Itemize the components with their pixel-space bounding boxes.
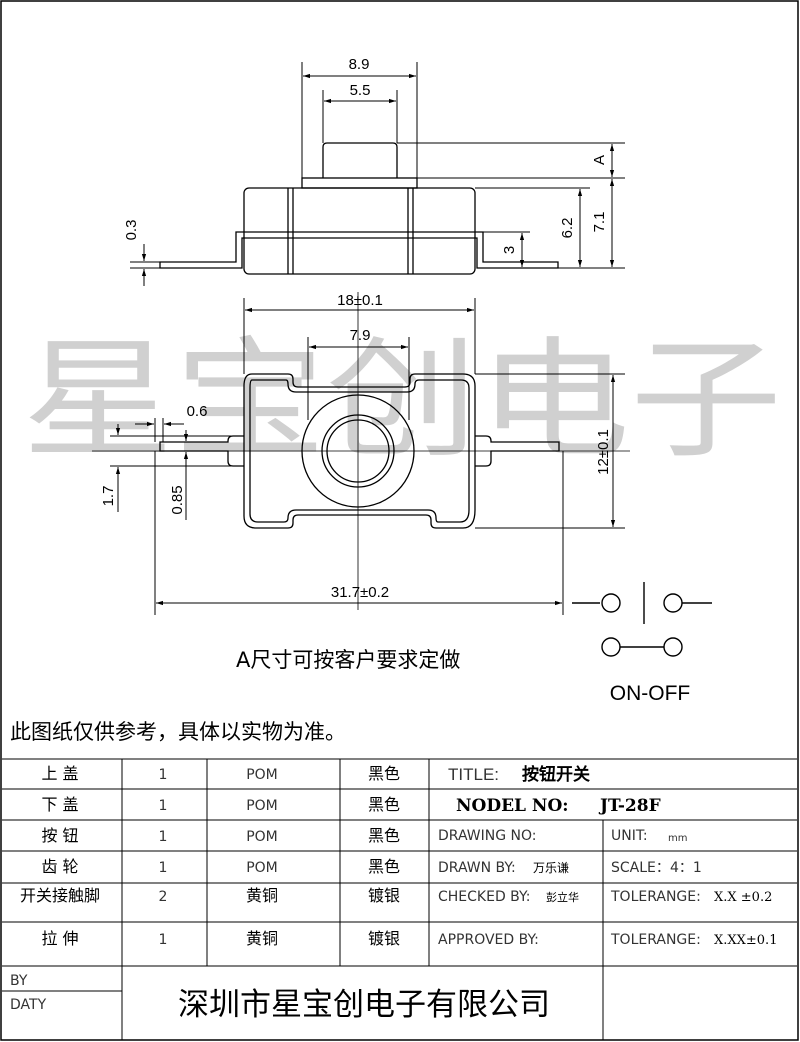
by-label: BY (10, 973, 28, 989)
side-view-dimensions (130, 62, 625, 286)
drawn-by-label: DRAWN BY: (438, 860, 516, 876)
disclaimer-note: 此图纸仅供参考，具体以实物为准。 (10, 720, 346, 744)
part-qty: 1 (159, 860, 168, 876)
model-value: JT-28F (598, 796, 661, 816)
part-finish: 黑色 (368, 857, 400, 876)
approved-by-label: APPROVED BY: (438, 932, 539, 948)
part-finish: 黑色 (368, 764, 400, 783)
scale-label: SCALE： (611, 860, 670, 876)
part-qty: 1 (159, 932, 168, 948)
part-name: 齿 轮 (41, 857, 78, 876)
switch-symbol (572, 582, 712, 657)
dim-top-width-outer: 8.9 (349, 56, 370, 73)
checked-by-value: 彭立华 (546, 890, 579, 904)
scale-value: 4：1 (670, 860, 702, 876)
dim-pin-thickness: 0.3 (123, 220, 140, 241)
part-name: 下 盖 (41, 795, 78, 814)
part-material: 黄铜 (246, 886, 278, 905)
dim-top-width-inner: 5.5 (350, 82, 371, 99)
part-material: POM (246, 767, 278, 783)
title-info: TITLE: 按钮开关 NODEL NO: JT-28F DRAWING NO:… (10, 764, 777, 1023)
dim-height-a: A (591, 155, 608, 165)
dim-button-width: 7.9 (350, 327, 371, 344)
tolerance2-label: TOLERANGE: (610, 932, 701, 948)
part-finish: 镀银 (368, 886, 400, 905)
part-name: 拉 伸 (41, 929, 78, 948)
part-name: 上 盖 (41, 764, 78, 783)
part-name: 按 钮 (41, 826, 78, 845)
dim-height-total: 7.1 (591, 212, 608, 233)
tolerance2-value: X.XX±0.1 (714, 933, 777, 948)
switch-label: ON-OFF (610, 682, 690, 705)
part-finish: 黑色 (368, 826, 400, 845)
tolerance1-value: X.X ±0.2 (714, 890, 772, 905)
part-finish: 镀银 (368, 929, 400, 948)
title-value: 按钮开关 (522, 764, 590, 785)
dim-pin-offset: 0.85 (169, 485, 186, 514)
parts-table: 上 盖 1 POM 黑色 下 盖 1 POM 黑色 按 钮 1 POM 黑色 齿… (20, 764, 400, 948)
title-label: TITLE: (448, 765, 499, 784)
dim-pin-width: 0.6 (187, 403, 208, 420)
part-material: 黄铜 (246, 929, 278, 948)
tolerance1-label: TOLERANGE: (610, 889, 701, 905)
top-view-dimensions (110, 298, 625, 615)
daty-label: DATY (10, 997, 47, 1013)
checked-by-label: CHECKED BY: (438, 889, 530, 905)
part-qty: 1 (159, 798, 168, 814)
part-name: 开关接触脚 (20, 886, 100, 905)
drawing-no-label: DRAWING NO: (438, 828, 536, 844)
part-material: POM (246, 860, 278, 876)
company-name: 深圳市星宝创电子有限公司 (178, 987, 550, 1023)
top-view-labels: 18±0.1 7.9 0.6 1.7 0.85 12±0.1 31.7±0.2 (100, 292, 612, 601)
part-finish: 黑色 (368, 795, 400, 814)
title-block-grid (2, 758, 797, 1040)
side-view-labels: 8.9 5.5 A 7.1 6.2 3 0.3 (123, 56, 608, 254)
dim-body-height: 12±0.1 (595, 429, 612, 475)
dim-body-width: 18±0.1 (337, 292, 383, 309)
drawn-by-value: 万乐谦 (533, 861, 569, 875)
note-dimension-a: A尺寸可按客户要求定做 (236, 648, 460, 672)
part-qty: 2 (159, 889, 168, 905)
part-material: POM (246, 829, 278, 845)
dim-height-body: 6.2 (559, 218, 576, 239)
unit-label: UNIT: (611, 828, 648, 844)
dim-overall-length: 31.7±0.2 (331, 584, 389, 601)
part-qty: 1 (159, 829, 168, 845)
dim-pin-length: 1.7 (100, 486, 117, 507)
side-view (159, 142, 559, 275)
dim-height-pin: 3 (501, 246, 518, 254)
unit-value: mm (668, 833, 687, 844)
part-material: POM (246, 798, 278, 814)
model-label: NODEL NO: (456, 796, 569, 816)
part-qty: 1 (159, 767, 168, 783)
